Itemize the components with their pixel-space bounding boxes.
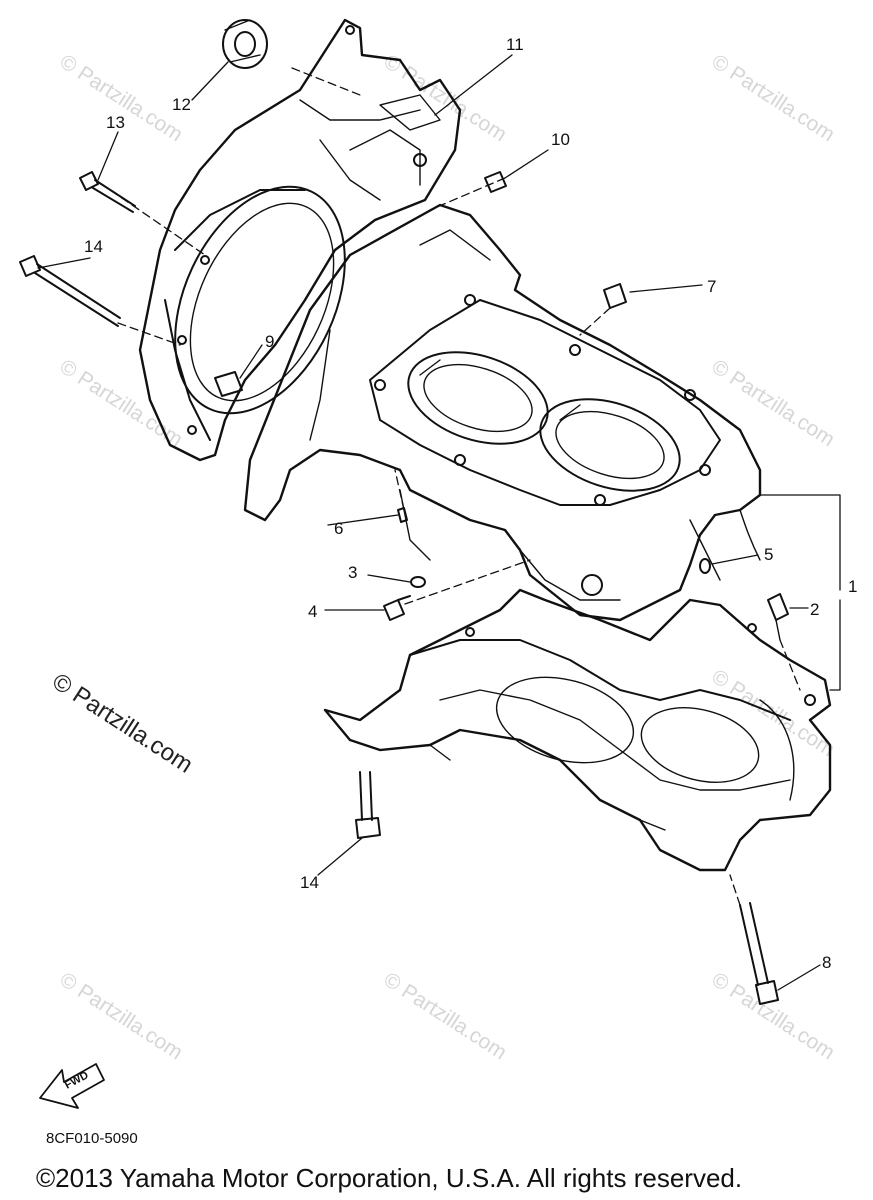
crankcase-cover <box>138 18 462 462</box>
leader-lines <box>37 54 841 991</box>
bolt-4 <box>383 595 411 621</box>
callout-4[interactable]: 4 <box>308 602 317 621</box>
bolt-14-lower <box>355 771 381 839</box>
callout-2[interactable]: 2 <box>810 600 819 619</box>
lower-crankcase <box>323 588 832 872</box>
callout-13[interactable]: 13 <box>106 113 125 132</box>
bolt-14-upper <box>19 255 121 327</box>
copyright-footer: ©2013 Yamaha Motor Corporation, U.S.A. A… <box>36 1163 743 1193</box>
diagram-code: 8CF010-5090 <box>46 1130 138 1147</box>
callout-6[interactable]: 6 <box>334 519 343 538</box>
callout-5[interactable]: 5 <box>764 545 773 564</box>
callout-14-upper[interactable]: 14 <box>84 237 103 256</box>
callout-7[interactable]: 7 <box>707 277 716 296</box>
upper-crankcase <box>243 203 762 622</box>
callout-11[interactable]: 11 <box>506 35 524 54</box>
callouts: 1 2 3 4 5 6 7 8 9 10 11 12 13 14 14 <box>84 35 857 972</box>
stud-7 <box>603 283 627 309</box>
dowel-10 <box>484 171 507 193</box>
plug-2 <box>767 593 789 641</box>
bearing-12 <box>222 19 268 69</box>
pin-5 <box>699 558 711 574</box>
fwd-label: FWD <box>63 1069 91 1091</box>
pin-6 <box>397 507 408 523</box>
callout-1[interactable]: 1 <box>848 577 857 596</box>
callout-14-lower[interactable]: 14 <box>300 873 319 892</box>
callout-9[interactable]: 9 <box>265 332 274 351</box>
bolt-8 <box>739 902 779 1005</box>
callout-8[interactable]: 8 <box>822 953 831 972</box>
washer-3 <box>410 576 426 588</box>
fwd-arrow-icon: FWD <box>39 1063 105 1109</box>
callout-3[interactable]: 3 <box>348 563 357 582</box>
callout-12[interactable]: 12 <box>172 95 191 114</box>
bolt-13 <box>79 171 136 213</box>
callout-10[interactable]: 10 <box>551 130 570 149</box>
dowel-9 <box>214 371 243 397</box>
